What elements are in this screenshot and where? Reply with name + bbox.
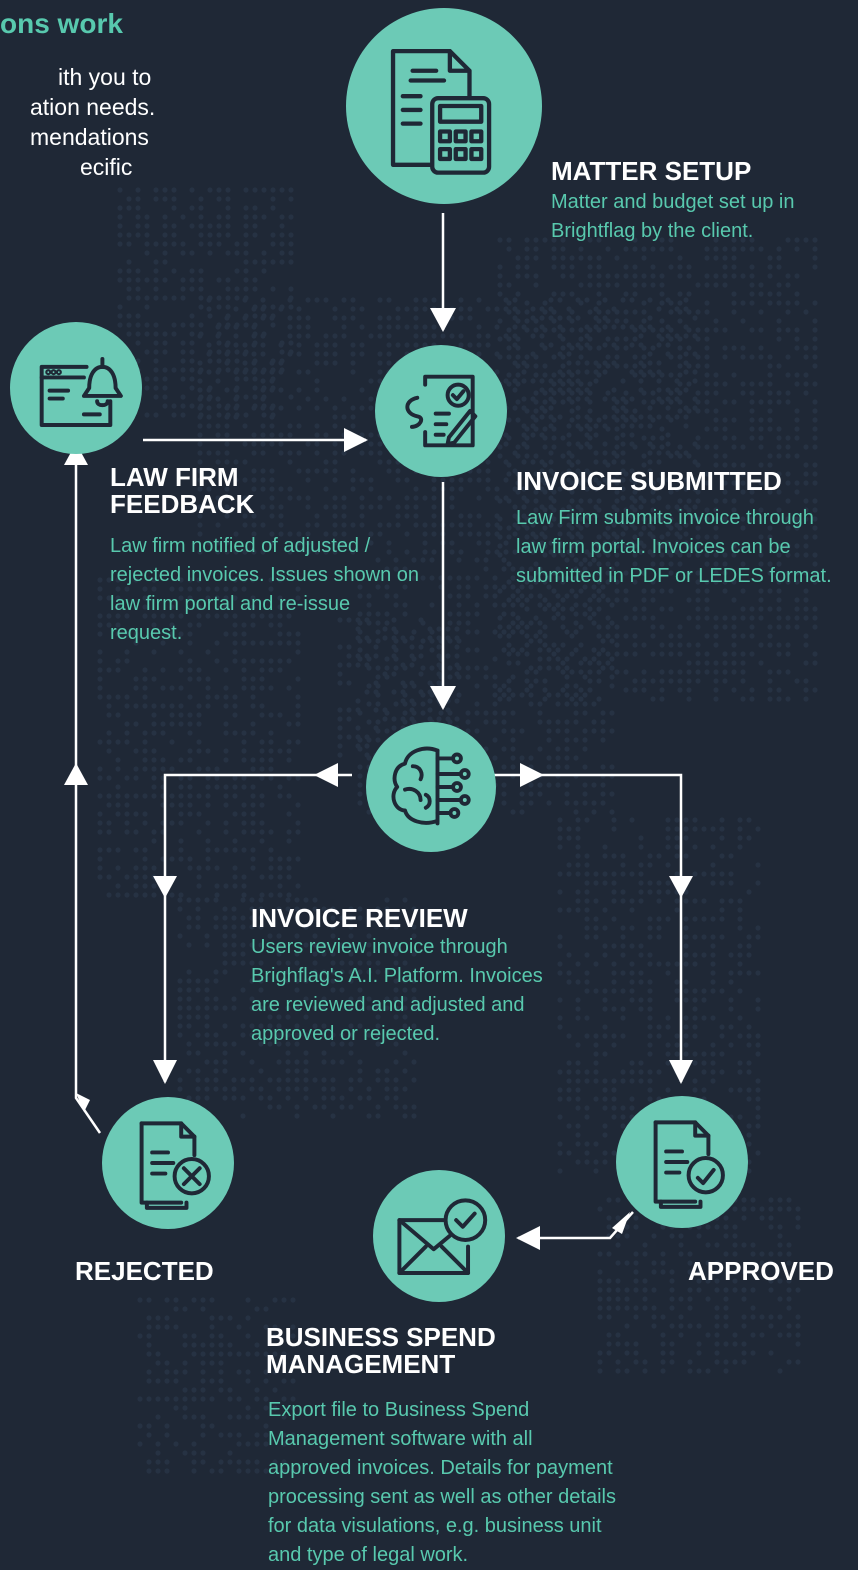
matter-setup-title: MATTER SETUP (551, 156, 752, 186)
intro-text: ith you to ation needs. mendations ecifi… (0, 62, 200, 182)
intro-line: mendations (30, 124, 149, 150)
business-spend-desc: Export file to Business Spend Management… (268, 1399, 616, 1566)
intro-line: ecific (80, 154, 133, 180)
invoice-review-desc: Users review invoice through Brighflag's… (251, 936, 543, 1045)
invoice-review-circle (366, 722, 496, 852)
invoice-submitted-title: INVOICE SUBMITTED (516, 466, 782, 496)
matter-setup-desc: Matter and budget set up in Brightflag b… (551, 191, 795, 242)
arrow-rejected-to-feedback (74, 445, 102, 1134)
document-approved-icon (653, 1120, 725, 1209)
document-calculator-icon (390, 48, 492, 175)
approved-circle (616, 1096, 748, 1228)
rejected-title: REJECTED (75, 1256, 214, 1286)
invoice-review-title: INVOICE REVIEW (251, 903, 468, 933)
intro-line: ation needs. (30, 94, 156, 120)
business-spend-circle (373, 1170, 505, 1302)
invoice-submitted-circle (375, 345, 507, 477)
document-signature-icon (405, 374, 478, 448)
business-spend-title: BUSINESS SPEND MANAGEMENT (266, 1322, 496, 1379)
rejected-circle (102, 1097, 234, 1229)
matter-setup-circle (346, 8, 542, 204)
arrow-review-to-approved (494, 773, 683, 1082)
law-firm-feedback-circle (10, 322, 142, 454)
intro-line: ith you to (58, 64, 152, 90)
invoice-submitted-desc: Law Firm submits invoice through law fir… (516, 507, 832, 587)
law-firm-feedback-title: LAW FIRM FEEDBACK (110, 462, 255, 519)
approved-title: APPROVED (688, 1256, 834, 1286)
browser-bell-icon (39, 356, 123, 427)
brain-circuit-icon (391, 746, 471, 826)
arrow-review-to-rejected (163, 773, 352, 1082)
law-firm-feedback-desc: Law firm notified of adjusted / rejected… (110, 535, 420, 644)
email-check-icon (397, 1198, 488, 1275)
document-rejected-icon (139, 1121, 211, 1210)
intro-title: ons work (0, 8, 123, 39)
